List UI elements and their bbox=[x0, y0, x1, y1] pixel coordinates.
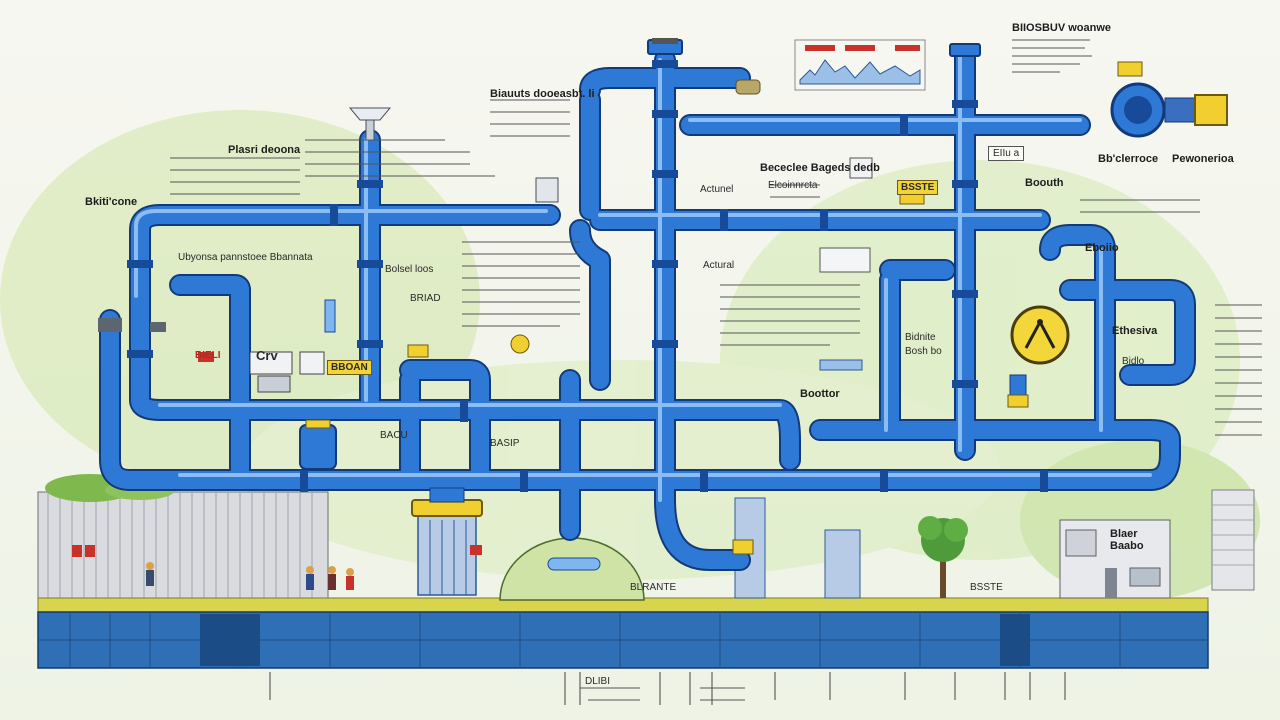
foundation bbox=[37, 611, 1209, 669]
left-instrument-boxes bbox=[249, 299, 336, 393]
dome-icon bbox=[499, 537, 645, 601]
top-right-heading: BIIOSBUV woanwe bbox=[1012, 22, 1112, 34]
annotation-lines bbox=[170, 39, 1262, 701]
mini-skyline bbox=[794, 39, 926, 91]
center-label-a: Bolsel loos bbox=[385, 264, 434, 275]
left-heading: Bkiti'cone bbox=[85, 196, 138, 208]
red-markers bbox=[72, 352, 482, 557]
mid-right-label: Bidnite bbox=[905, 332, 936, 343]
pipe-flanges bbox=[127, 60, 1048, 492]
pipe-tag-right: EIIu a bbox=[988, 146, 1025, 161]
tree-icon bbox=[918, 516, 968, 598]
top-caps bbox=[647, 38, 981, 57]
gauge-icon bbox=[1010, 305, 1070, 365]
right-label-c: Pewonerioa bbox=[1172, 153, 1234, 165]
left-box-label: Crv bbox=[256, 348, 278, 363]
ground-label-right: BSSTE bbox=[970, 582, 1003, 593]
bottom-center-label: DLIBI bbox=[585, 676, 611, 687]
lower-mid-label: Boottor bbox=[800, 388, 840, 400]
right-panel bbox=[1211, 489, 1255, 591]
right-label-a: Boouth bbox=[1025, 177, 1064, 189]
center-small-tag: BACU bbox=[380, 430, 408, 441]
bottom-dome-label: BLRANTE bbox=[630, 582, 677, 593]
info-card bbox=[732, 157, 873, 555]
center-label-c: Actural bbox=[703, 260, 735, 271]
center-label-b: Actunel bbox=[700, 184, 734, 195]
mid-right-title: Bececlee Bageds dedb bbox=[760, 162, 880, 174]
pipe-network bbox=[99, 44, 1196, 571]
right-label-f: Bidlo bbox=[1122, 356, 1145, 367]
tank-icon bbox=[411, 487, 483, 596]
mid-right-sub: Elcoinnrcta bbox=[768, 180, 818, 191]
yellow-tag-right: BSSTE bbox=[897, 180, 939, 195]
left-red-tag: BIELI bbox=[195, 350, 221, 361]
lower-mid-label-2: Bosh bo bbox=[905, 346, 942, 357]
right-label-e: Ethesiva bbox=[1112, 325, 1158, 337]
upper-block-title: Biauuts dooeasbt. li bbox=[490, 88, 595, 100]
left-title: Plasri deoona bbox=[228, 144, 301, 156]
left-yellow-tag: BBOAN bbox=[327, 360, 372, 375]
house-label: Blaer Baabo bbox=[1110, 528, 1144, 553]
house-icon bbox=[1059, 519, 1171, 599]
valve-icon bbox=[299, 79, 1029, 470]
left-stand-pipe bbox=[98, 318, 166, 332]
mid-left-label: Ubyonsa pannstoee Bbannata bbox=[178, 252, 313, 263]
worker-icon bbox=[146, 562, 354, 590]
pressure-gauge-icon bbox=[1110, 61, 1228, 138]
right-label-d: Eboiio bbox=[1085, 242, 1119, 254]
mid-small-tag: BRIAD bbox=[410, 293, 441, 304]
right-label-b: Bb'clerroce bbox=[1098, 153, 1159, 165]
center-small-tag-2: BASIP bbox=[490, 438, 520, 449]
